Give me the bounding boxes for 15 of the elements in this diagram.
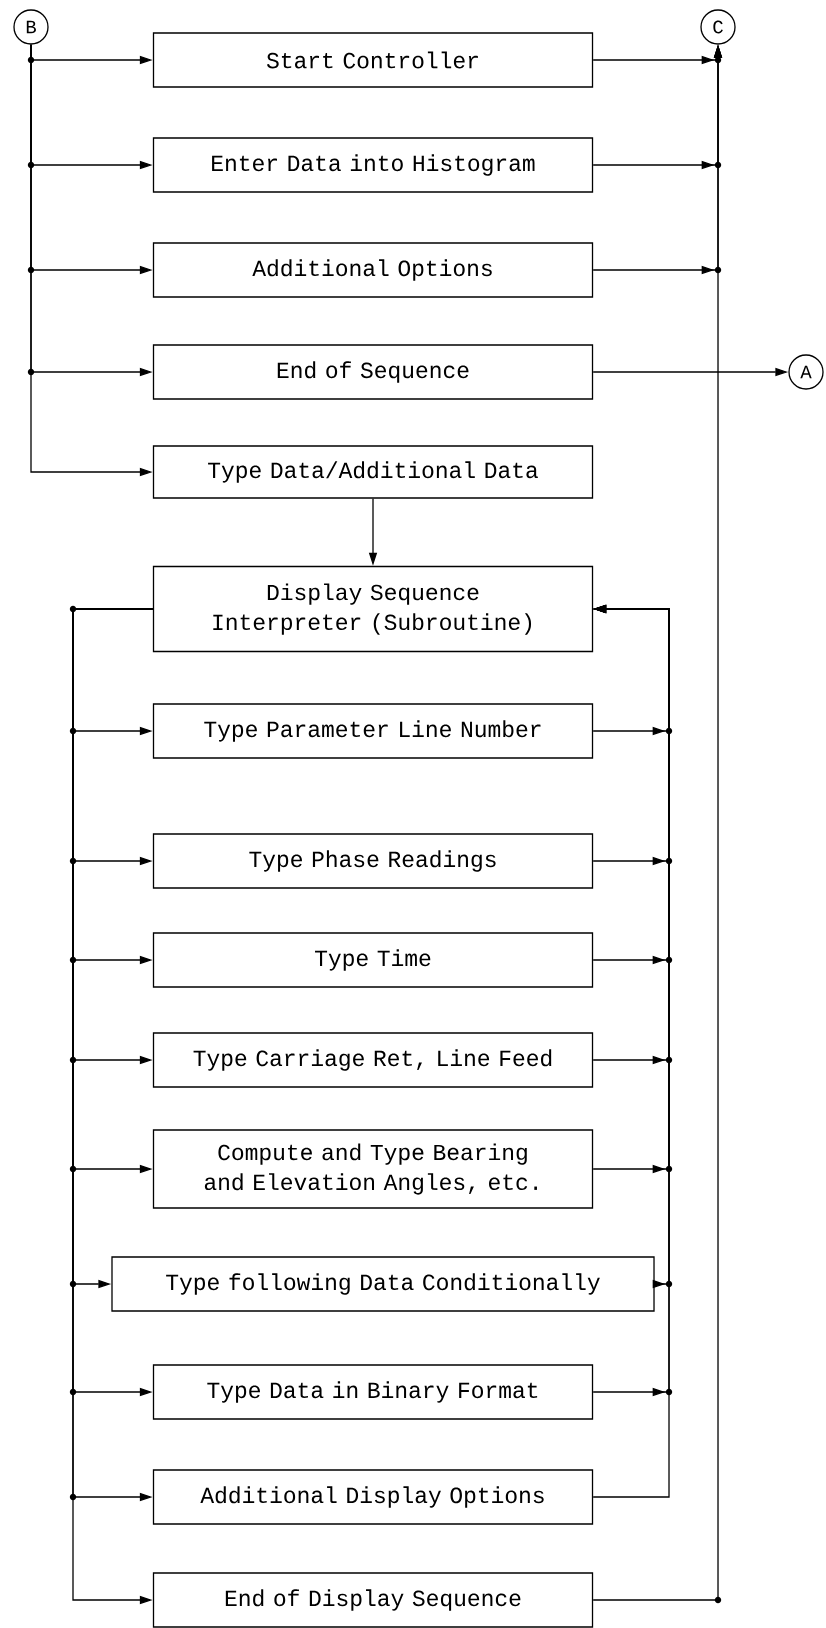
process-box: Type Data in Binary Format [152,1364,594,1420]
process-box: Type Parameter Line Number [152,703,594,759]
process-box: Additional Options [152,242,594,298]
process-box: Start Controller [152,32,594,88]
process-box: Type following Data Conditionally [111,1256,655,1312]
process-box: Type Phase Readings [152,833,594,889]
process-box: End of Display Sequence [152,1572,594,1628]
process-box: Type Carriage Ret, Line Feed [152,1032,594,1088]
process-box: Display Sequence Interpreter (Subroutine) [152,565,594,653]
process-box: Additional Display Options [152,1469,594,1525]
process-box: Enter Data into Histogram [152,137,594,193]
process-box: Compute and Type Bearing and Elevation Angles, etc. [152,1129,594,1209]
process-box: End of Sequence [152,344,594,400]
process-box: Type Time [152,932,594,988]
process-box: Type Data/Additional Data [152,445,594,499]
